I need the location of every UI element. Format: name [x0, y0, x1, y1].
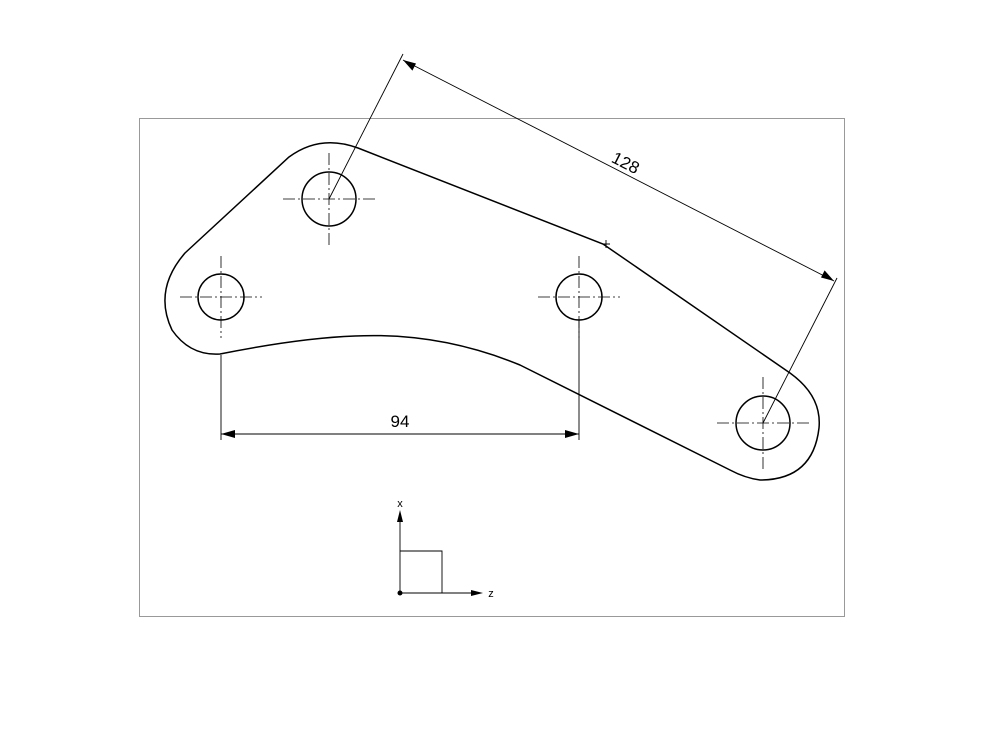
dimension-94: 94	[220, 320, 580, 440]
dimension-94-label: 94	[391, 412, 410, 431]
viewport-frame	[139, 118, 845, 617]
part-outline	[164, 142, 820, 481]
axis-origin	[397, 590, 403, 596]
hole-left	[180, 256, 262, 338]
dimension-128-label: 128	[609, 148, 643, 178]
axis-z-label: z	[488, 588, 494, 600]
axis-x-label: x	[397, 498, 403, 510]
axis-triad: x z	[397, 498, 494, 600]
vertex-marker	[602, 240, 614, 252]
dimension-128: 128	[328, 53, 838, 424]
